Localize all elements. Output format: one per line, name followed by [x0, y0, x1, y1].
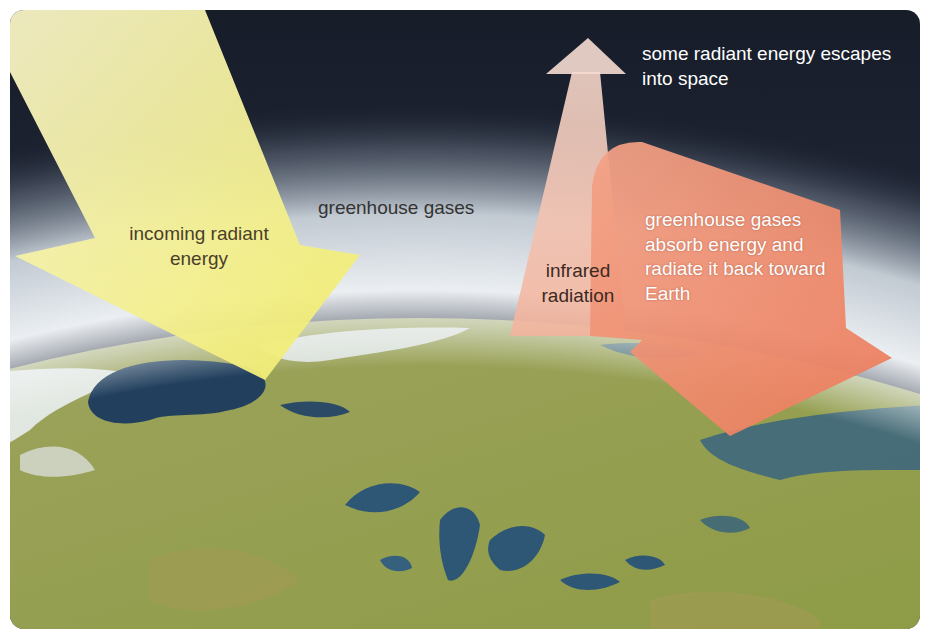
- arrow-label: greenhouse gases absorb energy and radia…: [645, 208, 843, 307]
- atmosphere-label: greenhouse gases: [318, 196, 518, 221]
- arrow-label: infrared radiation: [526, 259, 630, 308]
- return-arrow: [590, 142, 892, 436]
- space-label: some radiant energy escapes into space: [642, 42, 892, 91]
- sunlight-arrow: [10, 10, 360, 380]
- infrared-arrow: infrared radiation greenhouse gases absor…: [505, 34, 895, 439]
- arrow-label: incoming radiant energy: [116, 222, 282, 271]
- escape-arrowhead: [546, 38, 626, 74]
- arrow-outline: [8, 8, 364, 384]
- incoming-arrow: incoming radiant energy: [8, 8, 364, 384]
